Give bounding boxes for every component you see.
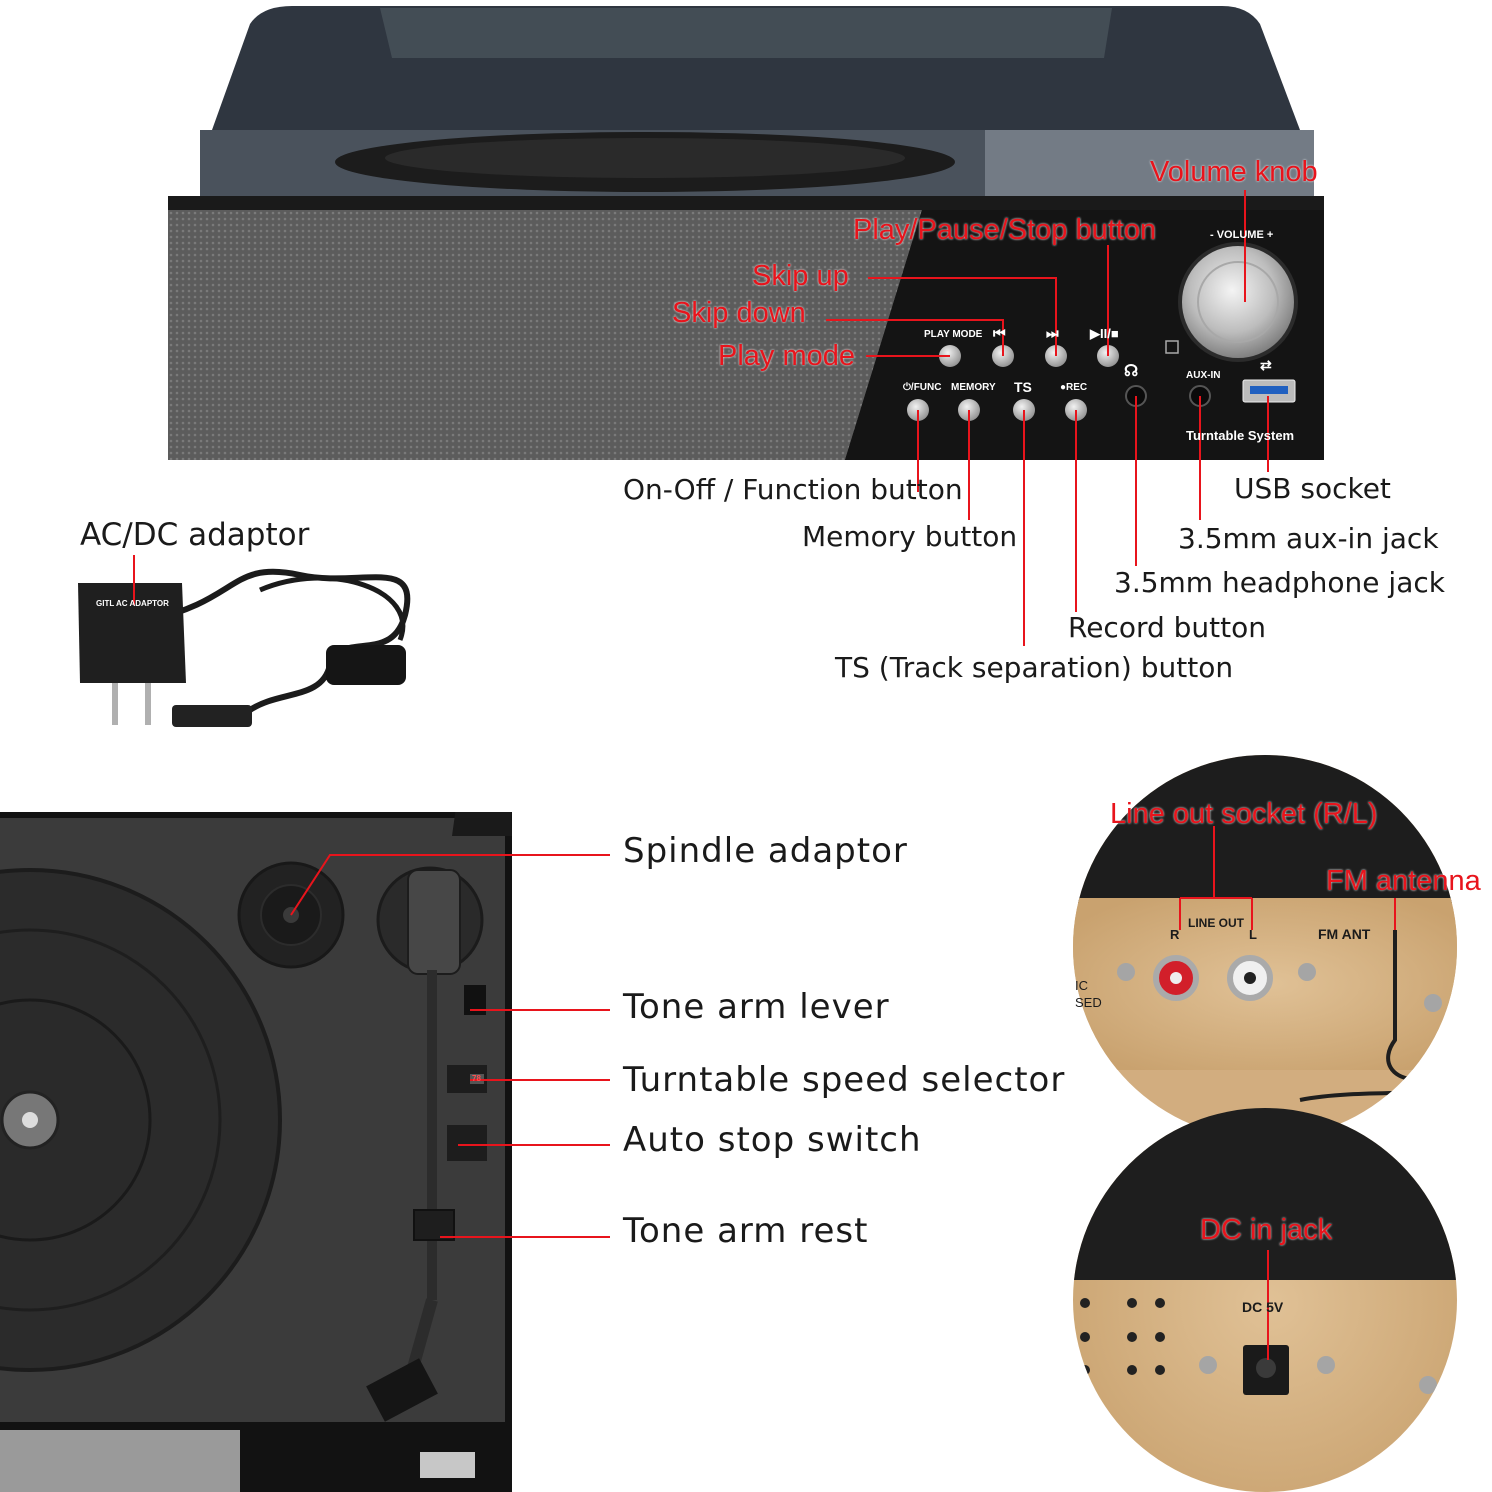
callout-on-off-function: On-Off / Function button bbox=[623, 473, 963, 506]
panel-ts-label: TS bbox=[1014, 379, 1032, 395]
panel-memory-label: MEMORY bbox=[951, 382, 996, 393]
back-dc-label: DC 5V bbox=[1242, 1299, 1284, 1315]
panel-func-label: ⏻/FUNC bbox=[903, 382, 942, 393]
skip-down-icon: ⏮ bbox=[993, 325, 1006, 341]
adaptor-body bbox=[78, 583, 186, 683]
volume-knob bbox=[1178, 242, 1298, 362]
usb-icon: ⇄ bbox=[1260, 357, 1272, 373]
callout-ts: TS (Track separation) button bbox=[835, 651, 1234, 684]
callout-skip-up: Skip up bbox=[752, 260, 849, 292]
back-l-label: L bbox=[1249, 927, 1257, 942]
callout-volume-knob: Volume knob bbox=[1150, 156, 1318, 188]
back-r-label: R bbox=[1170, 927, 1180, 942]
callout-spindle: Spindle adaptor bbox=[623, 831, 908, 871]
callout-speed-selector: Turntable speed selector bbox=[623, 1060, 1066, 1100]
callout-aux-in: 3.5mm aux-in jack bbox=[1178, 522, 1439, 555]
panel-volume-label: - VOLUME + bbox=[1210, 229, 1274, 241]
panel-turntable-system: Turntable System bbox=[1186, 428, 1295, 443]
callout-play-pause-stop: Play/Pause/Stop button bbox=[853, 214, 1157, 246]
callout-record: Record button bbox=[1068, 611, 1266, 644]
callout-headphone: 3.5mm headphone jack bbox=[1114, 566, 1445, 599]
callout-memory: Memory button bbox=[802, 520, 1018, 553]
back-line-out-label: LINE OUT bbox=[1188, 916, 1244, 930]
callout-usb: USB socket bbox=[1234, 472, 1391, 505]
callout-dc-in: DC in jack bbox=[1200, 1214, 1333, 1246]
callout-tone-arm-lever: Tone arm lever bbox=[623, 987, 890, 1027]
callout-skip-down: Skip down bbox=[672, 297, 806, 329]
callout-auto-stop: Auto stop switch bbox=[623, 1120, 922, 1160]
panel-play-mode-label: PLAY MODE bbox=[924, 329, 983, 340]
deck-view bbox=[0, 812, 512, 1492]
panel-rec-label: ●REC bbox=[1060, 382, 1088, 393]
play-pause-stop-icon: ▶II/■ bbox=[1090, 326, 1119, 341]
adaptor-image bbox=[78, 555, 411, 727]
headphone-icon: ☊ bbox=[1124, 363, 1139, 380]
callout-line-out: Line out socket (R/L) bbox=[1110, 798, 1378, 830]
panel-aux-in-label: AUX-IN bbox=[1186, 370, 1221, 381]
adaptor-brand-text: GITL AC ADAPTOR bbox=[96, 599, 169, 608]
back-view-line-out bbox=[1073, 755, 1457, 1139]
callout-play-mode: Play mode bbox=[718, 340, 856, 372]
callout-adaptor: AC/DC adaptor bbox=[80, 517, 310, 553]
callout-tone-arm-rest: Tone arm rest bbox=[623, 1211, 869, 1251]
tone-arm-head bbox=[407, 869, 461, 975]
back-fragment-text: IC SED bbox=[1075, 978, 1102, 1010]
front-view bbox=[168, 6, 1324, 646]
speed-mark: 78 bbox=[472, 1074, 481, 1083]
skip-up-icon: ⏭ bbox=[1046, 325, 1059, 341]
callout-fm-antenna: FM antenna bbox=[1326, 865, 1481, 897]
back-fm-ant-label: FM ANT bbox=[1318, 926, 1371, 942]
speaker-grille bbox=[168, 210, 922, 460]
